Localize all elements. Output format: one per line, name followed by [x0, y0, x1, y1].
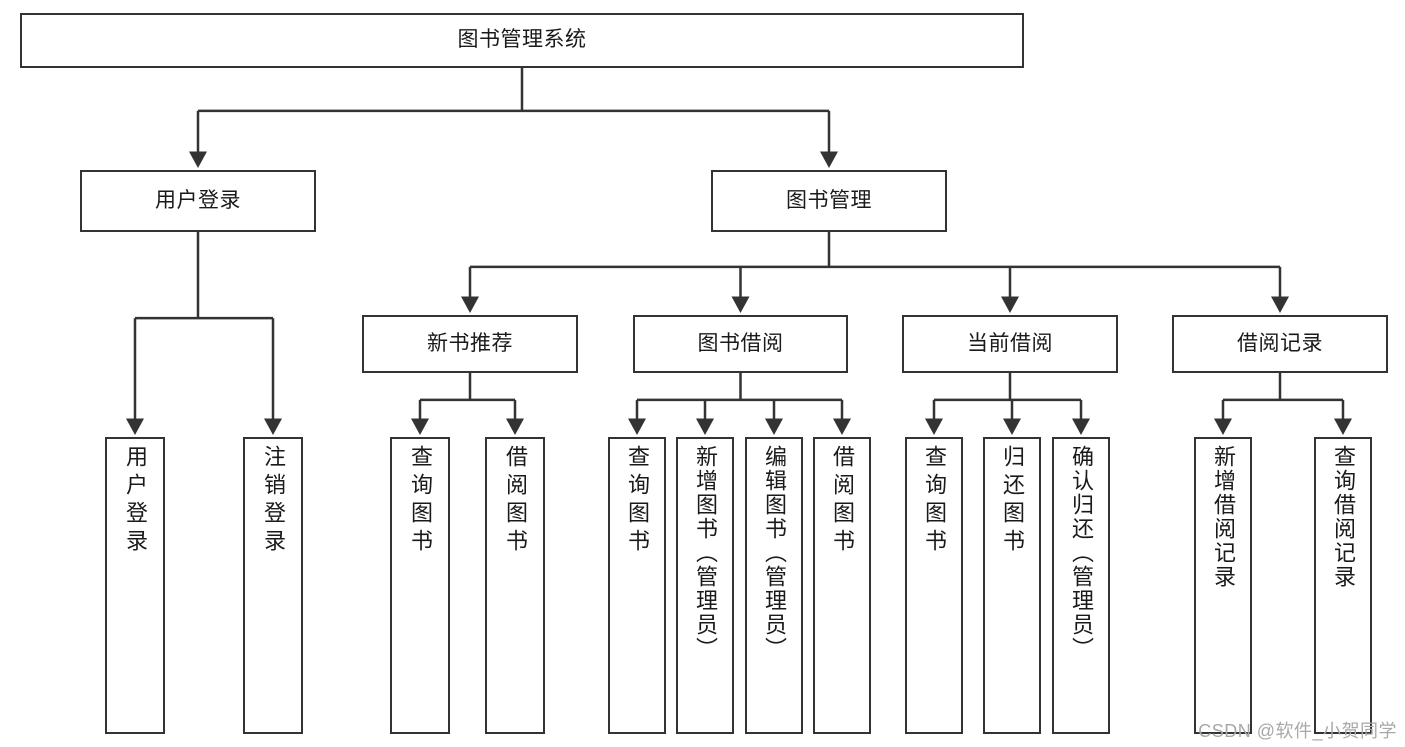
node-leaf-confirm-ret[interactable]: 确认归还（管理员） — [1052, 437, 1110, 734]
node-leaf-borrow-book-2[interactable]: 借阅图书 — [813, 437, 871, 734]
node-leaf-borrow-book-1[interactable]: 借阅图书 — [485, 437, 545, 734]
node-borrow-record[interactable]: 借阅记录 — [1172, 315, 1388, 373]
node-leaf-query-record[interactable]: 查询借阅记录 — [1314, 437, 1372, 734]
node-leaf-user-logout[interactable]: 注销登录 — [243, 437, 303, 734]
node-label: 图书管理 — [786, 188, 872, 212]
node-user-login[interactable]: 用户登录 — [80, 170, 316, 232]
node-leaf-user-login[interactable]: 用户登录 — [105, 437, 165, 734]
node-leaf-return-book[interactable]: 归还图书 — [983, 437, 1041, 734]
node-label: 借阅图书 — [830, 445, 855, 557]
node-current-borrow[interactable]: 当前借阅 — [902, 315, 1118, 373]
node-label: 确认归还（管理员） — [1069, 445, 1094, 661]
node-label: 查询图书 — [408, 445, 433, 557]
node-label: 查询图书 — [625, 445, 650, 557]
node-leaf-query-book-2[interactable]: 查询图书 — [608, 437, 666, 734]
node-label: 新增借阅记录 — [1211, 445, 1236, 589]
node-root[interactable]: 图书管理系统 — [20, 13, 1024, 68]
node-label: 图书管理系统 — [457, 28, 587, 52]
node-label: 编辑图书（管理员） — [762, 445, 787, 661]
node-leaf-add-book[interactable]: 新增图书（管理员） — [676, 437, 734, 734]
node-label: 用户登录 — [123, 445, 148, 557]
node-label: 借阅记录 — [1237, 331, 1323, 355]
node-label: 用户登录 — [155, 188, 241, 212]
node-book-manage[interactable]: 图书管理 — [711, 170, 947, 232]
node-label: 注销登录 — [261, 445, 286, 557]
node-label: 图书借阅 — [697, 331, 784, 355]
node-label: 借阅图书 — [503, 445, 528, 557]
node-leaf-query-book-1[interactable]: 查询图书 — [390, 437, 450, 734]
node-label: 查询借阅记录 — [1331, 445, 1356, 589]
node-label: 归还图书 — [1000, 445, 1025, 557]
node-book-borrow[interactable]: 图书借阅 — [633, 315, 848, 373]
node-label: 新增图书（管理员） — [693, 445, 718, 661]
node-leaf-add-record[interactable]: 新增借阅记录 — [1194, 437, 1252, 734]
node-label: 新书推荐 — [427, 331, 513, 355]
node-label: 当前借阅 — [967, 331, 1053, 355]
node-label: 查询图书 — [922, 445, 947, 557]
node-leaf-query-book-3[interactable]: 查询图书 — [905, 437, 963, 734]
node-new-book-rec[interactable]: 新书推荐 — [362, 315, 578, 373]
node-leaf-edit-book[interactable]: 编辑图书（管理员） — [745, 437, 803, 734]
